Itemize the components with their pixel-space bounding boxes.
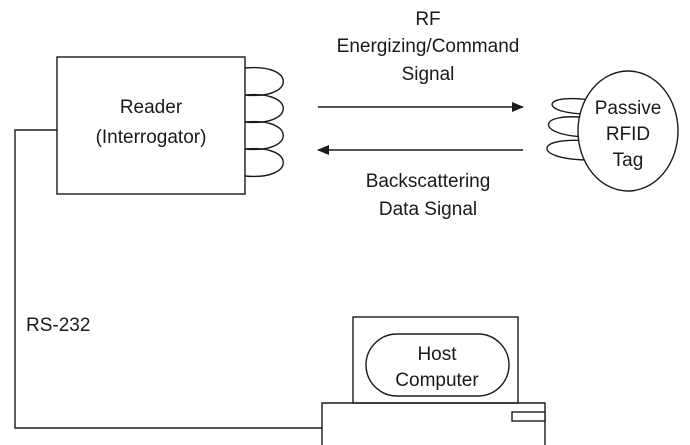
reader-coil-loop-1	[244, 66, 284, 97]
tag-label-line-3: Tag	[613, 150, 644, 171]
energizing-command-label: Energizing/Command	[337, 36, 520, 57]
tag-coil-loop-1	[551, 97, 598, 115]
rs232-cable	[14, 129, 322, 429]
computer-base	[321, 402, 546, 445]
reader-coil-loop-2	[244, 93, 284, 124]
reader: Reader (Interrogator)	[56, 56, 246, 195]
tag-coil-loop-3	[546, 139, 591, 161]
data-signal-label: Data Signal	[379, 199, 477, 220]
host-computer: Host Computer	[321, 316, 546, 445]
backscatter-signal: Backscattering Data Signal	[317, 145, 523, 220]
reader-antenna-coil	[244, 66, 284, 178]
tag-ellipse	[577, 70, 679, 192]
tag-label-line-2: RFID	[606, 124, 650, 145]
screen	[365, 333, 510, 397]
reader-coil-loop-4	[244, 147, 284, 178]
reader-sublabel: (Interrogator)	[96, 127, 207, 148]
reader-box	[56, 56, 246, 195]
tag-coil-loop-2	[547, 116, 591, 138]
passive-rfid-tag: Passive RFID Tag	[546, 70, 679, 192]
reader-label: Reader	[120, 97, 183, 118]
reader-coil-loop-3	[244, 120, 284, 151]
disk-drive-slot	[511, 411, 546, 422]
rf-label: RF	[415, 9, 440, 30]
rs232-label: RS-232	[26, 315, 90, 336]
host-label: Host	[417, 344, 457, 365]
rf-energizing-signal: RF Energizing/Command Signal	[318, 9, 524, 112]
computer-label: Computer	[395, 370, 479, 391]
tag-label-line-1: Passive	[595, 98, 662, 119]
rs232-connection: RS-232	[14, 129, 322, 429]
backscattering-label: Backscattering	[366, 171, 491, 192]
signal-label: Signal	[402, 64, 455, 85]
